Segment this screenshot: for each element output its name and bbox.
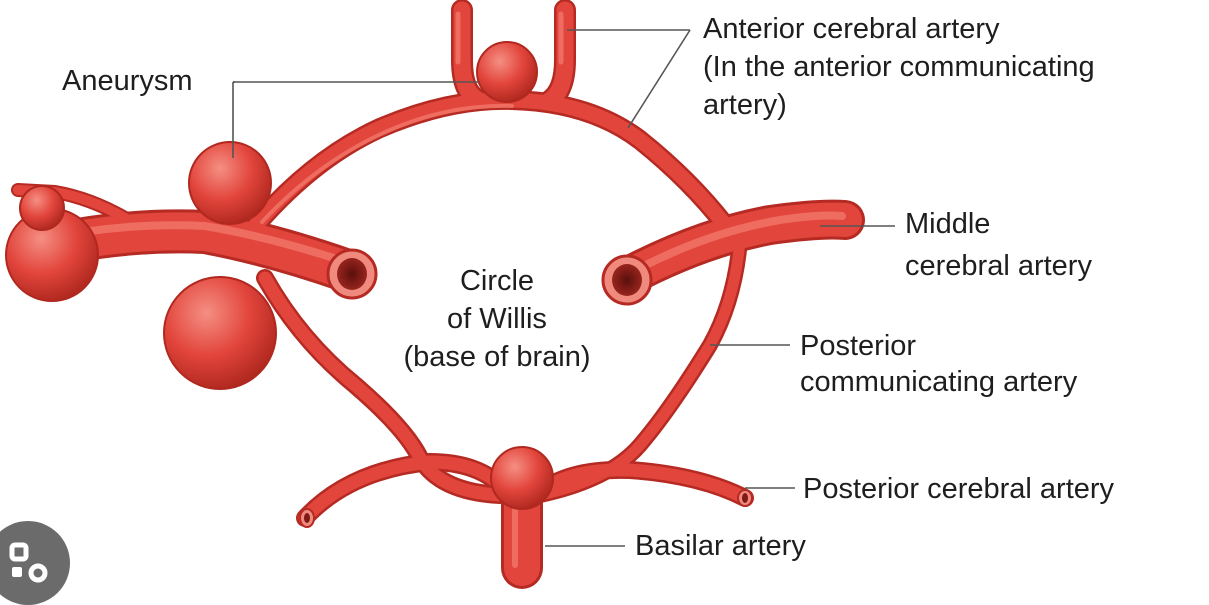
- label-circle-of-willis-line3: (base of brain): [378, 338, 616, 376]
- label-posterior-communicating-line1: Posterior: [800, 327, 1077, 365]
- label-aneurysm: Aneurysm: [62, 62, 193, 100]
- label-circle-of-willis: Circle of Willis (base of brain): [378, 262, 616, 376]
- aneurysm-far-left-small: [20, 186, 64, 230]
- label-posterior-cerebral-artery: Posterior cerebral artery: [803, 470, 1114, 508]
- label-anterior-cerebral-line1: Anterior cerebral artery: [703, 10, 1095, 48]
- lens-badge-icon[interactable]: [0, 505, 70, 605]
- label-basilar-artery: Basilar artery: [635, 527, 806, 565]
- label-anterior-cerebral-line3: artery): [703, 86, 1095, 124]
- label-anterior-cerebral-artery: Anterior cerebral artery (In the anterio…: [703, 10, 1095, 124]
- label-middle-cerebral-line2: cerebral artery: [905, 247, 1092, 285]
- label-middle-cerebral-line1: Middle: [905, 205, 1092, 243]
- aneurysm-anterior-communicating: [477, 42, 537, 102]
- aneurysm-left-large: [164, 277, 276, 389]
- label-circle-of-willis-line1: Circle: [378, 262, 616, 300]
- label-circle-of-willis-line2: of Willis: [378, 300, 616, 338]
- label-middle-cerebral-artery: Middle cerebral artery: [905, 205, 1092, 281]
- aneurysm-basilar-tip: [491, 447, 553, 509]
- label-posterior-communicating-line2: communicating artery: [800, 363, 1077, 401]
- aneurysm-left-small: [189, 142, 271, 224]
- label-posterior-communicating-artery: Posterior communicating artery: [800, 327, 1077, 403]
- label-anterior-cerebral-line2: (In the anterior communicating: [703, 48, 1095, 86]
